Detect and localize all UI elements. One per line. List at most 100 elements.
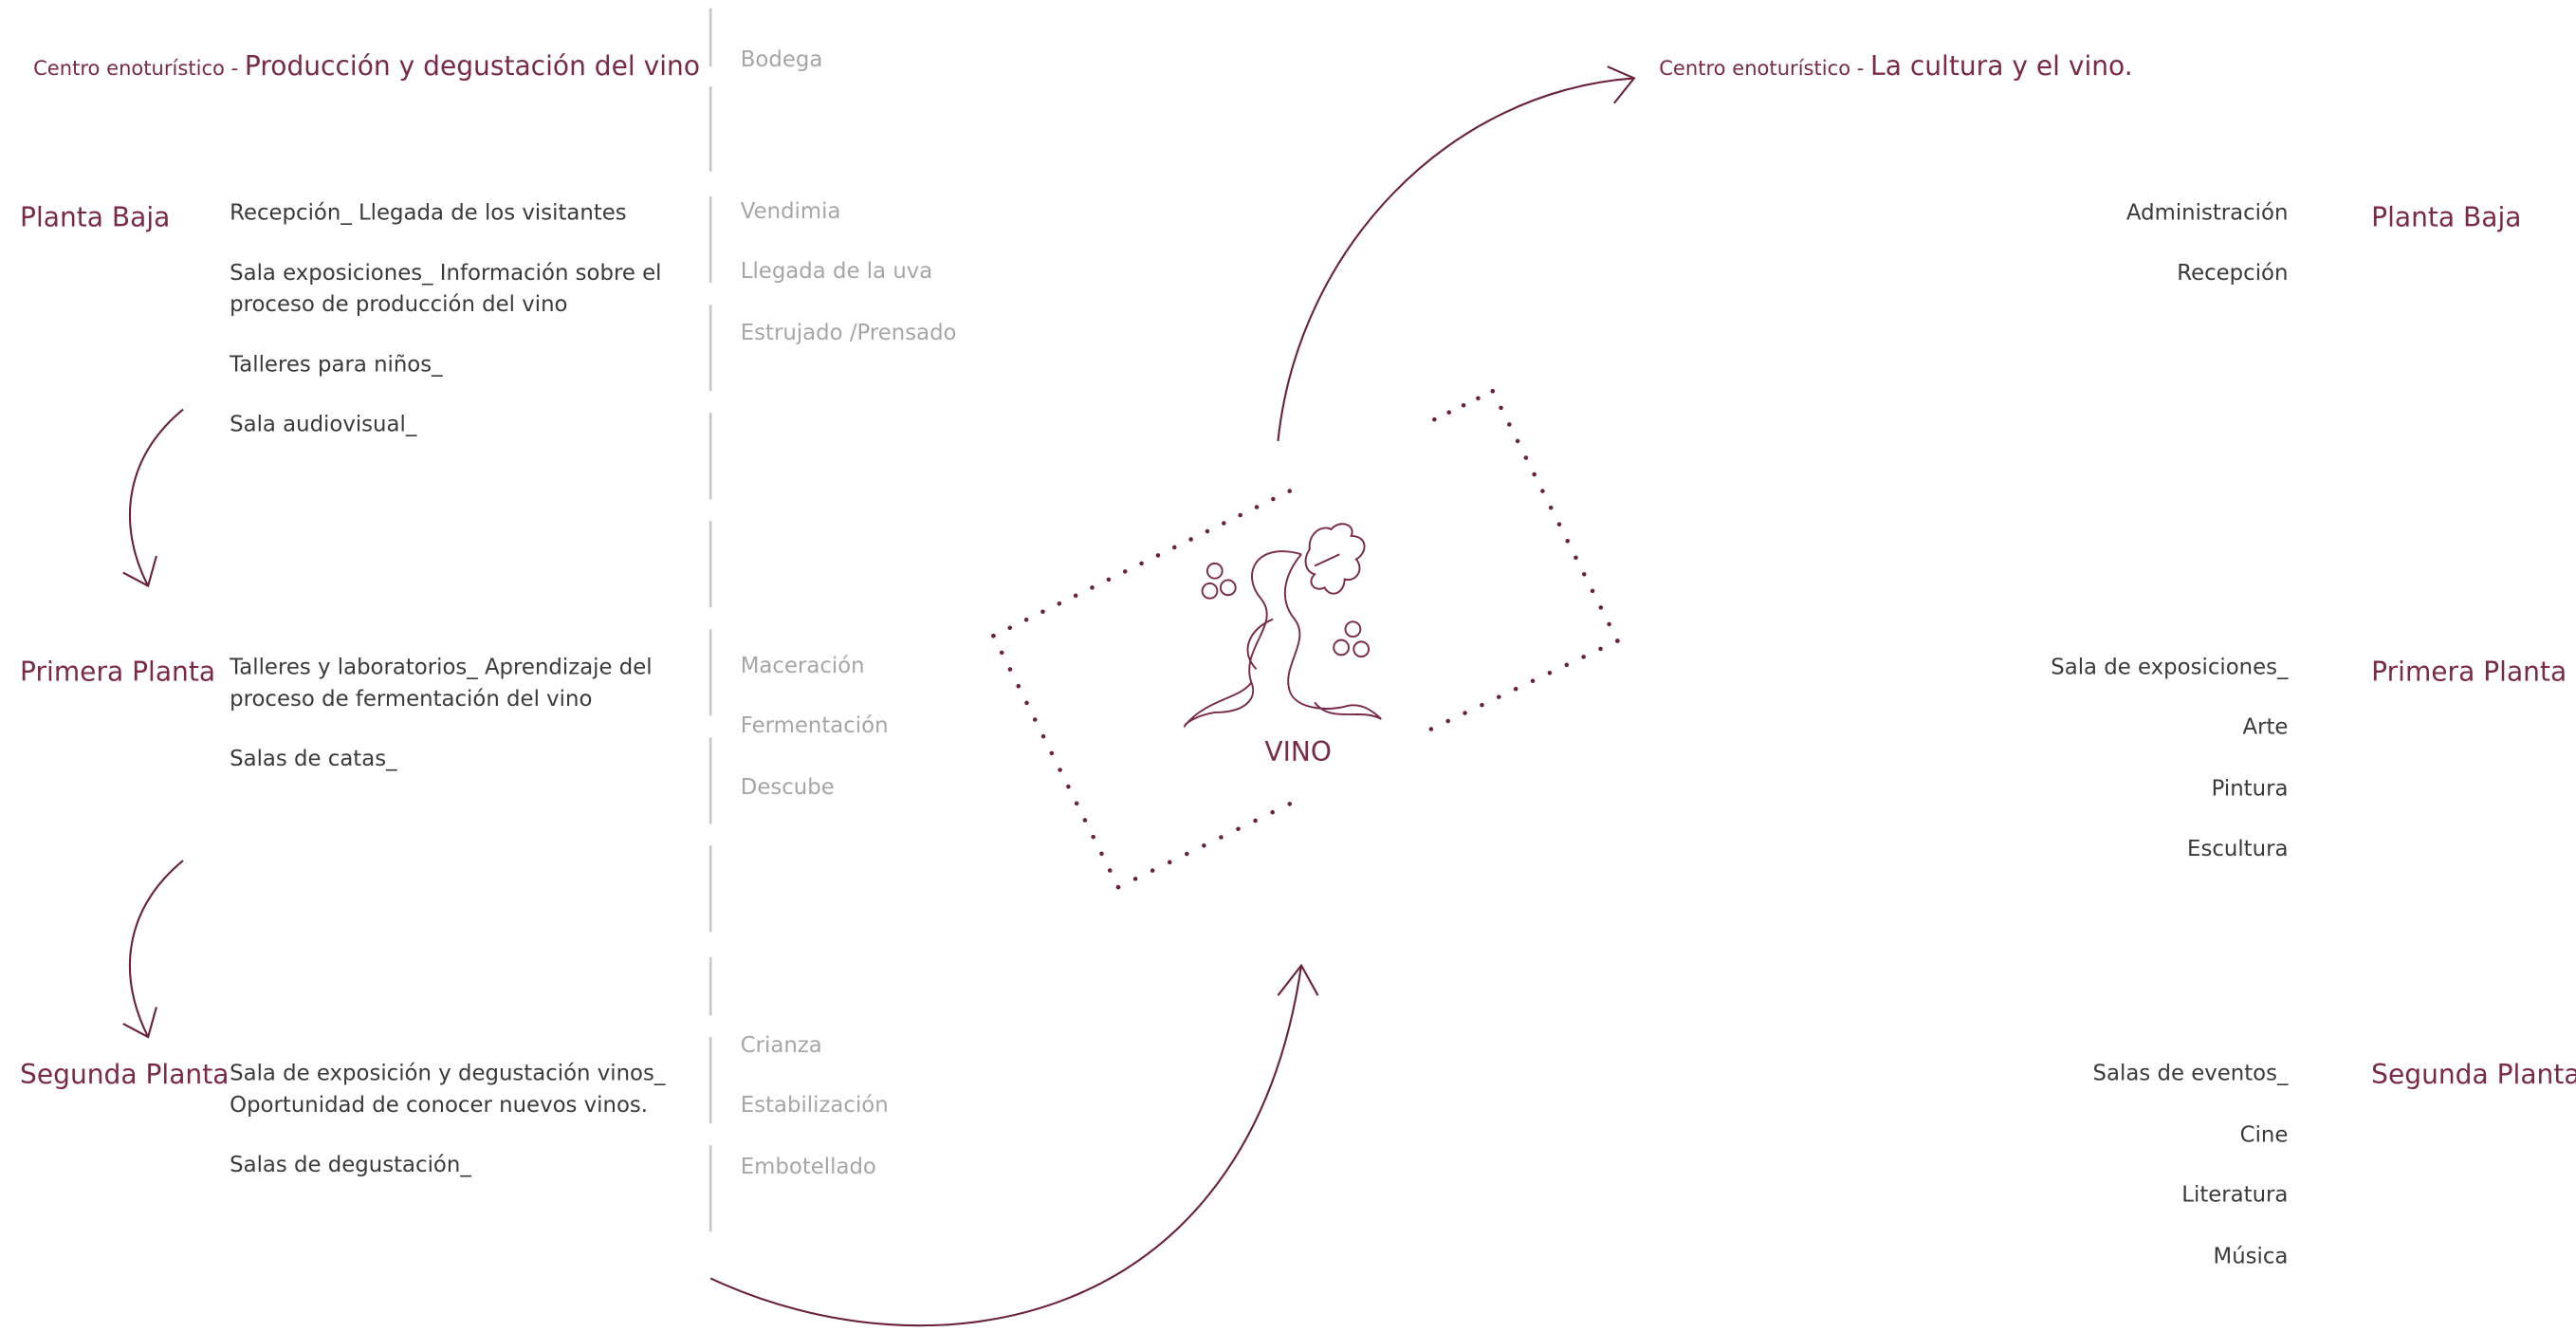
right-floor-second: Segunda Planta (2371, 1058, 2576, 1091)
right-floor-ground: Planta Baja (2371, 201, 2522, 233)
frame-dot (991, 633, 996, 638)
frame-dot (1082, 818, 1088, 823)
frame-dot (1513, 686, 1518, 692)
right-header-prefix: Centro enoturístico - (1659, 56, 1871, 81)
frame-dot (1150, 868, 1155, 873)
frame-dot (1499, 405, 1503, 411)
frame-dot (1074, 801, 1079, 806)
left-ground-item: Sala audiovisual_ (230, 413, 417, 438)
frame-dot (1548, 505, 1554, 510)
dotted-frame-right (1428, 389, 1620, 731)
frame-dot (1185, 851, 1189, 857)
frame-dot (1188, 537, 1193, 542)
left-first-item: Talleres y laboratorios_ Aprendizaje del… (230, 656, 653, 712)
left-ground-item: Sala exposiciones_ Información sobre el … (230, 261, 662, 319)
frame-dot (1445, 718, 1451, 724)
process-header: Bodega (740, 47, 823, 74)
process-step: Fermentación (740, 713, 889, 739)
frame-dot (1238, 512, 1242, 518)
frame-dot (1287, 489, 1293, 493)
frame-dot (1446, 410, 1452, 415)
frame-dot (1476, 396, 1481, 401)
frame-dot (1507, 422, 1512, 427)
left-header-prefix: Centro enoturístico - (33, 56, 245, 81)
right-first-item: Pintura (2211, 777, 2289, 803)
frame-dot (1432, 416, 1437, 422)
frame-dot (1564, 662, 1570, 668)
arrow-center-to-culture (1277, 65, 1636, 442)
frame-dot (999, 650, 1004, 656)
frame-dot (1202, 843, 1206, 848)
frame-dot (1139, 561, 1144, 566)
left-header-title: Producción y degustación del vino (244, 49, 701, 82)
frame-dot (1497, 694, 1501, 699)
frame-dot (1573, 555, 1578, 561)
right-ground-item: Administración (2125, 201, 2289, 227)
frame-dot (1219, 835, 1224, 840)
left-floor-first: Primera Planta (20, 656, 216, 688)
process-step: Estrujado /Prensado (740, 321, 957, 346)
frame-dot (1033, 717, 1038, 722)
frame-dot (1547, 671, 1553, 675)
frame-dot (1590, 588, 1595, 594)
frame-dot (1132, 877, 1138, 881)
arrow-ground-to-first (122, 408, 184, 588)
frame-dot (1236, 826, 1241, 832)
frame-dot (1582, 572, 1587, 577)
frame-dot (1490, 389, 1496, 394)
frame-dot (1598, 605, 1604, 610)
frame-dot (1024, 700, 1029, 706)
frame-dot (1007, 667, 1013, 672)
frame-dot (1287, 802, 1293, 806)
process-step: Embotellado (740, 1155, 876, 1180)
frame-dot (1122, 569, 1128, 574)
frame-dot (1091, 834, 1095, 840)
left-floor-ground: Planta Baja (20, 201, 171, 233)
frame-dot (1107, 868, 1113, 873)
frame-dot (1023, 617, 1029, 622)
right-ground-item: Recepción (2177, 261, 2289, 287)
frame-dot (1581, 655, 1586, 659)
right-first-item: Escultura (2187, 837, 2289, 862)
frame-dot (1155, 553, 1161, 558)
process-step: Estabilización (740, 1093, 889, 1119)
vino-label: VINO (1264, 735, 1333, 768)
frame-dot (1540, 489, 1545, 493)
right-second-item: Cine (2239, 1123, 2289, 1149)
right-second-item: Salas de eventos_ (2092, 1062, 2289, 1087)
right-second-item: Literatura (2181, 1183, 2289, 1209)
left-second-item: Sala de exposición y degustación vinos_ … (230, 1062, 666, 1119)
process-step: Descube (740, 775, 835, 801)
frame-dot (1205, 528, 1210, 534)
frame-dot (1607, 621, 1611, 627)
frame-dot (1530, 678, 1536, 684)
frame-dot (1016, 683, 1021, 689)
frame-dot (1480, 702, 1484, 708)
frame-dot (1115, 884, 1121, 890)
process-step: Maceración (740, 654, 865, 679)
frame-dot (1007, 625, 1013, 631)
process-step: Vendimia (740, 199, 841, 225)
frame-dot (1172, 545, 1177, 550)
dotted-frame-left (991, 489, 1293, 890)
left-ground-item: Recepción_ Llegada de los visitantes (230, 201, 627, 227)
frame-dot (1099, 851, 1104, 857)
left-header: Centro enoturístico - Producción y degus… (33, 50, 700, 82)
left-first-item: Salas de catas_ (230, 747, 397, 773)
frame-dot (1167, 860, 1172, 865)
frame-dot (1222, 521, 1226, 526)
frame-dot (1040, 733, 1046, 739)
frame-dot (1090, 585, 1095, 590)
frame-dot (1073, 593, 1078, 599)
frame-dot (1270, 809, 1275, 815)
frame-dot (1254, 505, 1260, 509)
process-step: Crianza (740, 1033, 822, 1059)
frame-dot (1515, 438, 1520, 444)
frame-dot (1615, 638, 1620, 643)
frame-dot (1428, 727, 1434, 731)
frame-dot (1271, 496, 1276, 502)
right-header-title: La cultura y el vino. (1870, 49, 2133, 82)
vine-logo-icon (1184, 523, 1382, 729)
